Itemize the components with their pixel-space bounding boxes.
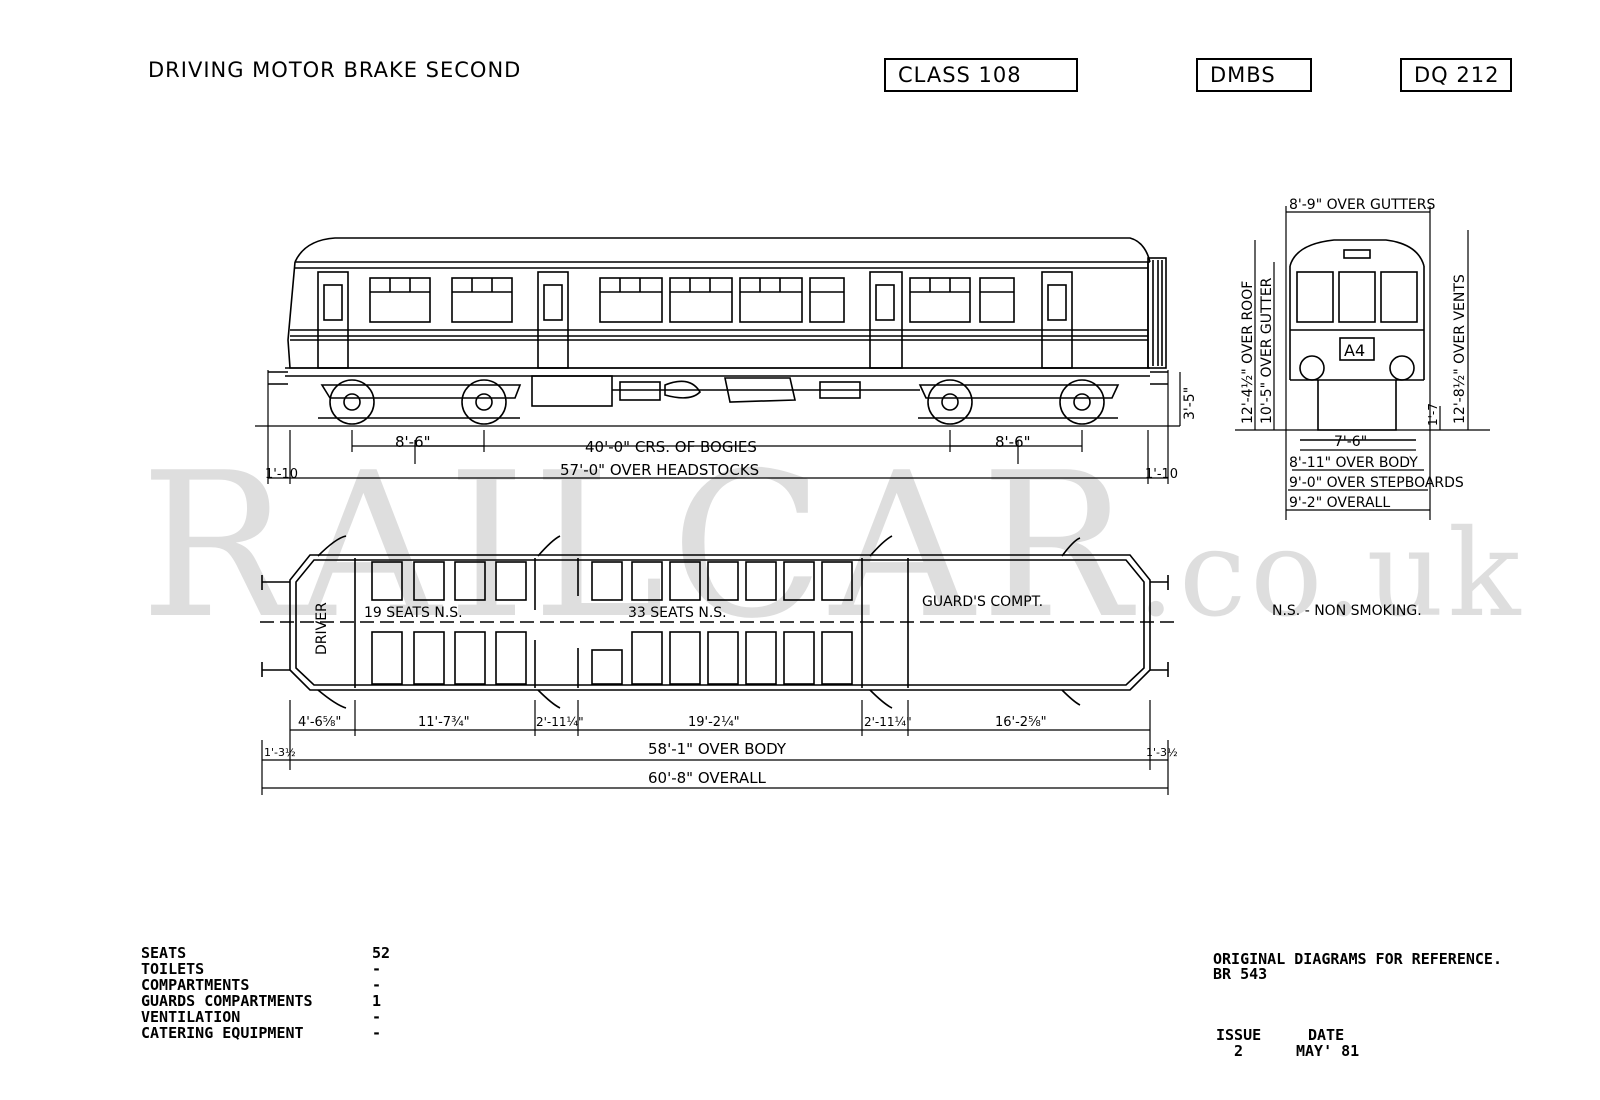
class-code-box: CLASS 108 xyxy=(884,58,1078,92)
plan-driver-label: DRIVER xyxy=(314,602,330,655)
diagram-code-box: DQ 212 xyxy=(1400,58,1512,92)
stats-value: - xyxy=(372,960,382,978)
date-value: MAY' 81 xyxy=(1296,1042,1360,1060)
plan-dim-5: 2'-11¼" xyxy=(864,715,912,729)
stats-label: COMPARTMENTS xyxy=(141,976,250,994)
stats-row: VENTILATION - xyxy=(141,1009,390,1025)
side-dim-buffer-left: 1'-10 xyxy=(265,467,298,482)
issue-label: ISSUE xyxy=(1216,1026,1262,1044)
end-dim-over-roof: 12'-4½" OVER ROOF xyxy=(1240,281,1256,424)
date-label: DATE xyxy=(1308,1026,1345,1044)
diagram-title: DRIVING MOTOR BRAKE SECOND xyxy=(148,58,522,82)
stats-value: 1 xyxy=(372,992,382,1010)
end-dim-over-vents: 12'-8½" OVER VENTS xyxy=(1452,274,1468,424)
stats-label: CATERING EQUIPMENT xyxy=(141,1024,304,1042)
plan-seats-19: 19 SEATS N.S. xyxy=(364,605,463,621)
side-dim-bogie-centres: 40'-0" CRS. OF BOGIES xyxy=(585,438,757,456)
stats-row: TOILETS - xyxy=(141,961,390,977)
legend-non-smoking: N.S. - NON SMOKING. xyxy=(1272,603,1422,619)
plan-dim-over-body: 58'-1" OVER BODY xyxy=(648,740,787,758)
stats-table: SEATS 52 TOILETS - COMPARTMENTS - GUARDS… xyxy=(141,945,390,1041)
plan-dim-6: 16'-2⅝" xyxy=(995,715,1047,730)
plan-dim-2: 11'-7¾" xyxy=(418,715,470,730)
plan-dim-end-right: 1'-3½ xyxy=(1146,746,1178,759)
stats-label: SEATS xyxy=(141,944,187,962)
plan-dim-end-left: 1'-3½ xyxy=(264,746,296,759)
side-dim-buffer-right: 1'-10 xyxy=(1145,467,1178,482)
stats-value: - xyxy=(372,1008,382,1026)
side-dim-bogie-left: 8'-6" xyxy=(395,433,431,451)
end-dim-over-body: 8'-11" OVER BODY xyxy=(1289,455,1418,471)
end-dim-over-gutters: 8'-9" OVER GUTTERS xyxy=(1289,197,1436,213)
plan-dim-1: 4'-6⅝" xyxy=(298,715,341,730)
stats-label: VENTILATION xyxy=(141,1008,241,1026)
stats-row: GUARDS COMPARTMENTS 1 xyxy=(141,993,390,1009)
side-view xyxy=(268,237,1168,425)
stats-row: CATERING EQUIPMENT - xyxy=(141,1025,390,1041)
plan-view xyxy=(260,535,1180,709)
plan-seats-33: 33 SEATS N.S. xyxy=(628,605,727,621)
side-dim-headstocks: 57'-0" OVER HEADSTOCKS xyxy=(560,461,759,479)
end-dim-over-stepboards: 9'-0" OVER STEPBOARDS xyxy=(1289,475,1464,491)
stats-row: COMPARTMENTS - xyxy=(141,977,390,993)
plan-dim-4: 19'-2¼" xyxy=(688,715,740,730)
end-dim-over-gutter: 10'-5" OVER GUTTER xyxy=(1259,277,1275,424)
plan-guards-compt: GUARD'S COMPT. xyxy=(922,594,1043,610)
reference-line-1: ORIGINAL DIAGRAMS FOR REFERENCE. xyxy=(1213,950,1502,968)
reference-line-2: BR 543 xyxy=(1213,965,1268,983)
stats-value: - xyxy=(372,976,382,994)
plan-dim-overall: 60'-8" OVERALL xyxy=(648,769,767,787)
plan-dim-3: 2'-11¼" xyxy=(536,715,584,729)
end-view xyxy=(1289,239,1425,441)
stats-label: TOILETS xyxy=(141,960,205,978)
stats-value: - xyxy=(372,1024,382,1042)
end-headcode: A4 xyxy=(1344,341,1365,360)
stats-label: GUARDS COMPARTMENTS xyxy=(141,992,313,1010)
end-dim-overall: 9'-2" OVERALL xyxy=(1289,495,1390,511)
end-dim-step: 1'-7 xyxy=(1426,403,1440,426)
stats-value: 52 xyxy=(372,944,391,962)
type-code-box: DMBS xyxy=(1196,58,1312,92)
side-dim-height: 3'-5" xyxy=(1182,387,1198,420)
side-dim-bogie-right: 8'-6" xyxy=(995,433,1031,451)
end-dim-bogie-width: 7'-6" xyxy=(1334,434,1367,450)
stats-row: SEATS 52 xyxy=(141,945,390,961)
issue-value: 2 xyxy=(1234,1042,1244,1060)
